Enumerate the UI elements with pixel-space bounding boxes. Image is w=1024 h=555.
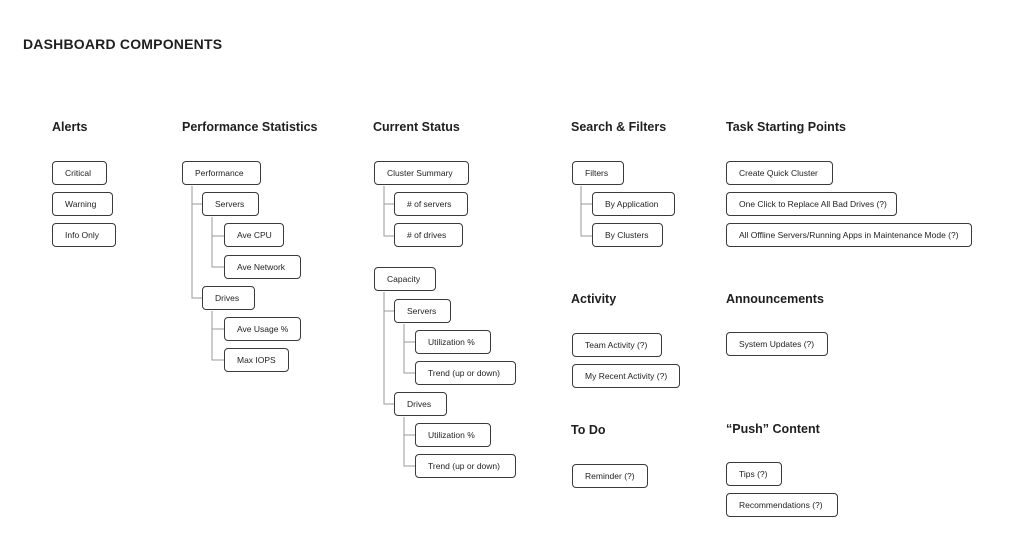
heading-search-filters: Search & Filters [571, 120, 667, 134]
heading-announcements: Announcements [726, 292, 824, 306]
connector-drives-ave-usage [211, 311, 224, 330]
connector-cap-servers-util [403, 324, 415, 343]
ave-network-box[interactable]: Ave Network [224, 255, 301, 279]
page-title: DASHBOARD COMPONENTS [23, 36, 223, 52]
connector-servers-ave-network [211, 236, 224, 268]
servers-utilization-box[interactable]: Utilization % [415, 330, 491, 354]
connector-cluster-servers [383, 186, 394, 205]
connector-cluster-drives [383, 204, 394, 237]
recommendations-box[interactable]: Recommendations (?) [726, 493, 838, 517]
team-activity-box[interactable]: Team Activity (?) [572, 333, 662, 357]
tips-box[interactable]: Tips (?) [726, 462, 782, 486]
alert-critical-box[interactable]: Critical [52, 161, 107, 185]
connector-capacity-drives [383, 311, 394, 405]
max-iops-box[interactable]: Max IOPS [224, 348, 289, 372]
performance-box[interactable]: Performance [182, 161, 261, 185]
connector-filters-by-clusters [580, 204, 592, 237]
performance-servers-box[interactable]: Servers [202, 192, 259, 216]
connector-capacity-servers [383, 292, 394, 312]
capacity-servers-box[interactable]: Servers [394, 299, 451, 323]
cluster-summary-box[interactable]: Cluster Summary [374, 161, 469, 185]
system-updates-box[interactable]: System Updates (?) [726, 332, 828, 356]
connector-performance-servers [191, 186, 202, 205]
create-quick-cluster-box[interactable]: Create Quick Cluster [726, 161, 833, 185]
connector-cap-drives-trend [403, 435, 415, 467]
by-clusters-box[interactable]: By Clusters [592, 223, 663, 247]
heading-current-status: Current Status [373, 120, 460, 134]
filters-box[interactable]: Filters [572, 161, 624, 185]
replace-bad-drives-box[interactable]: One Click to Replace All Bad Drives (?) [726, 192, 897, 216]
heading-task-starting-points: Task Starting Points [726, 120, 846, 134]
heading-to-do: To Do [571, 423, 606, 437]
heading-alerts: Alerts [52, 120, 88, 134]
by-application-box[interactable]: By Application [592, 192, 675, 216]
alert-info-only-box[interactable]: Info Only [52, 223, 116, 247]
connector-performance-drives [191, 204, 202, 299]
heading-performance-statistics: Performance Statistics [182, 120, 318, 134]
drives-trend-box[interactable]: Trend (up or down) [415, 454, 516, 478]
connector-drives-max-iops [211, 329, 224, 361]
num-servers-box[interactable]: # of servers [394, 192, 468, 216]
heading-push-content: “Push” Content [726, 422, 820, 436]
my-recent-activity-box[interactable]: My Recent Activity (?) [572, 364, 680, 388]
num-drives-box[interactable]: # of drives [394, 223, 463, 247]
offline-servers-maintenance-box[interactable]: All Offline Servers/Running Apps in Main… [726, 223, 972, 247]
connector-filters-by-application [580, 186, 592, 205]
capacity-box[interactable]: Capacity [374, 267, 436, 291]
heading-activity: Activity [571, 292, 617, 306]
drives-utilization-box[interactable]: Utilization % [415, 423, 491, 447]
capacity-drives-box[interactable]: Drives [394, 392, 447, 416]
connector-cap-drives-util [403, 417, 415, 436]
connector-cap-servers-trend [403, 342, 415, 374]
ave-usage-box[interactable]: Ave Usage % [224, 317, 301, 341]
performance-drives-box[interactable]: Drives [202, 286, 255, 310]
reminder-box[interactable]: Reminder (?) [572, 464, 648, 488]
servers-trend-box[interactable]: Trend (up or down) [415, 361, 516, 385]
alert-warning-box[interactable]: Warning [52, 192, 113, 216]
connector-servers-ave-cpu [211, 217, 224, 237]
ave-cpu-box[interactable]: Ave CPU [224, 223, 284, 247]
